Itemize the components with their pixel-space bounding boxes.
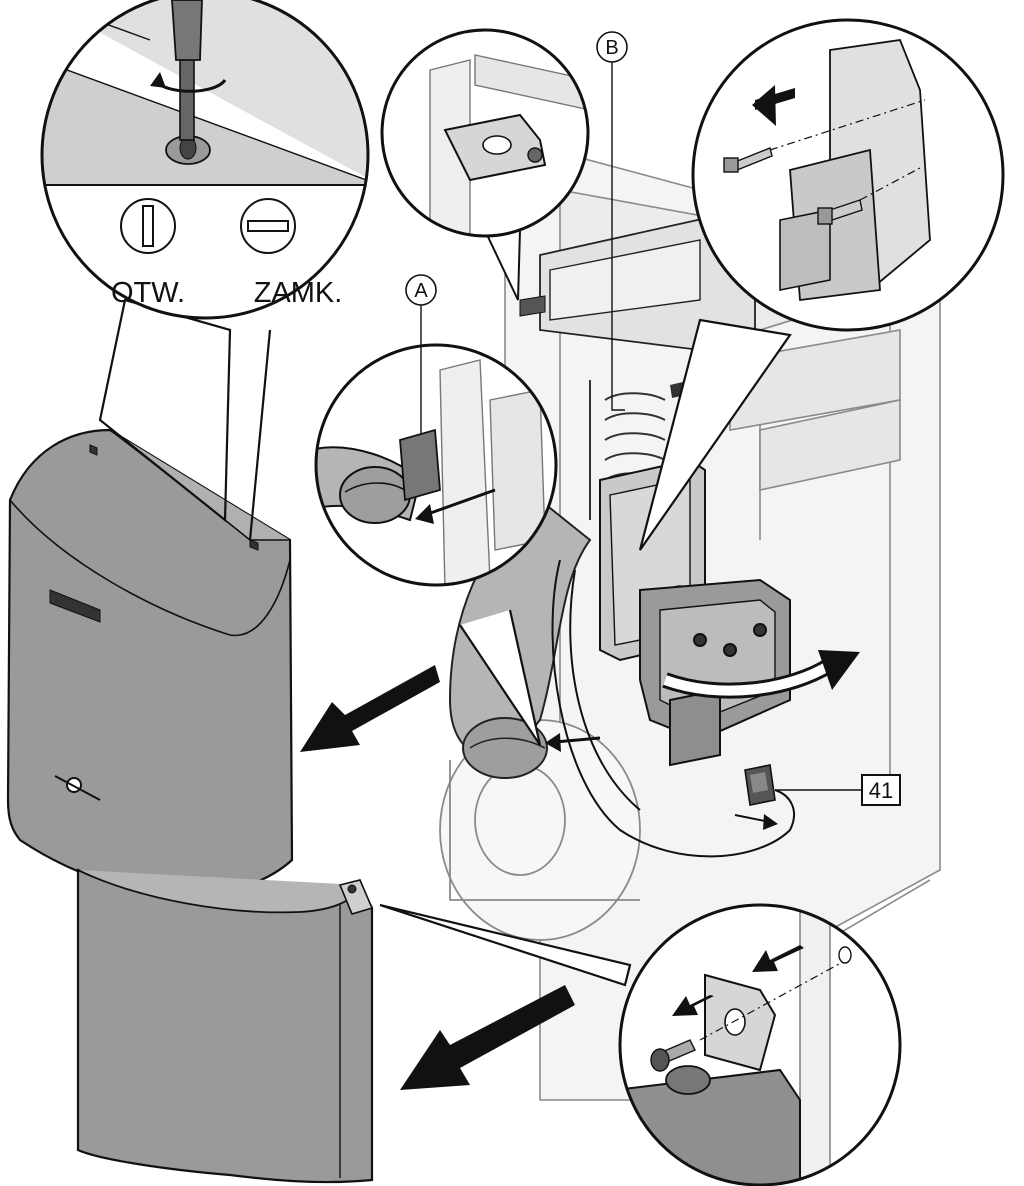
callout-b-label: B [605,37,618,59]
cover-lower-removal-arrow [400,985,575,1090]
detail-lock-circle: OTW. ZAMK. [40,0,370,541]
cover-upper-removal-arrow [300,665,440,752]
front-cover-lower [76,868,374,1184]
lock-closed-label: ZAMK. [254,277,343,309]
connector-plug [744,764,776,806]
callout-a-label: A [414,280,428,302]
connector-cable [551,559,795,858]
lock-open-icon [120,198,176,254]
reference-box-label: 41 [869,778,893,803]
detail-bracket-screw-circle [379,903,902,1186]
callout-b: B [596,31,628,411]
front-cover-upper [6,428,294,897]
detail-bracket-circle [380,28,590,301]
detail-screws-circle [638,18,1005,551]
detail-clip-circle [314,343,558,746]
lock-closed-icon [240,198,296,254]
callout-a: A [405,274,437,435]
burner-swing-arrow [662,650,860,699]
lock-open-label: OTW. [111,277,185,309]
plug-pull-arrow [734,814,778,830]
hose-release-arrow [545,733,601,752]
reference-box-41: 41 [775,774,901,806]
